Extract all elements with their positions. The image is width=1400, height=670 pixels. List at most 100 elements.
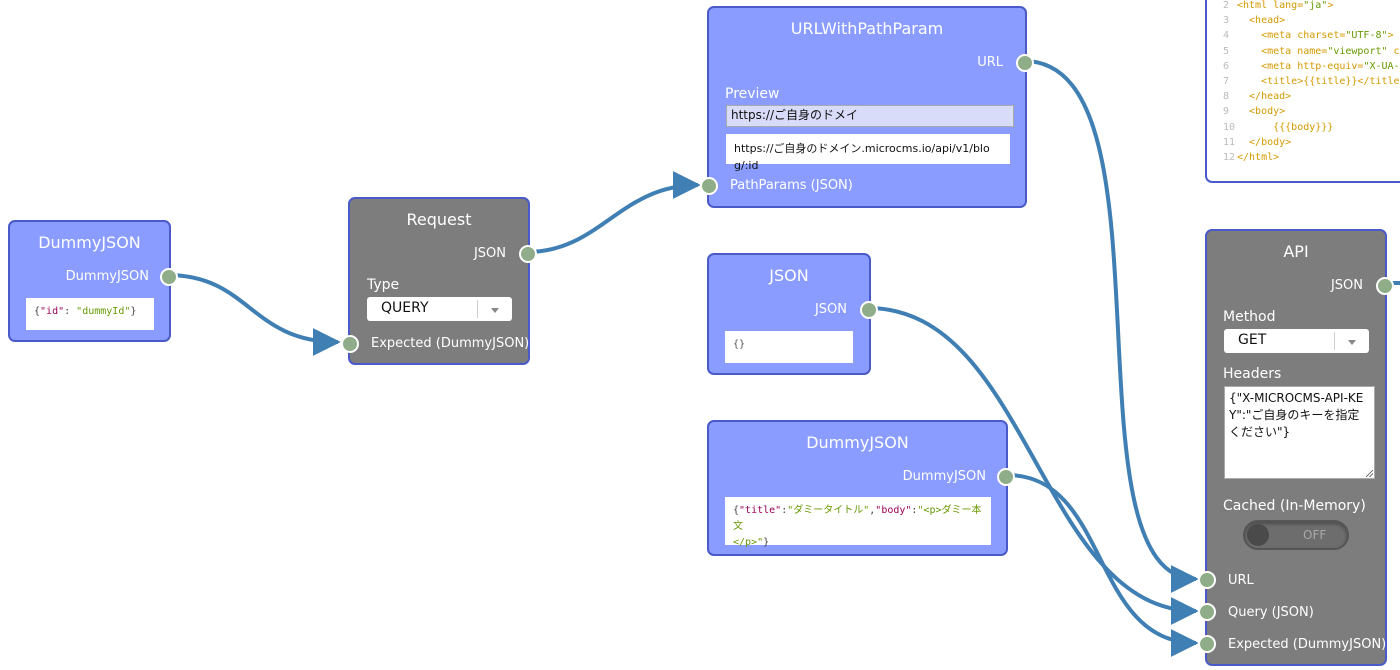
line-number: 12 xyxy=(1223,152,1236,163)
code-token: <html lang= xyxy=(1237,0,1304,11)
type-label: Type xyxy=(367,277,400,293)
request-node[interactable]: Request JSON Type QUERY Expected (DummyJ… xyxy=(341,197,537,365)
html-template-editor[interactable]: 2<html lang="ja">3 <head>4 <meta charset… xyxy=(1205,0,1400,183)
line-number: 7 xyxy=(1223,76,1230,87)
code-text: <meta http-equiv="X-UA-Comp xyxy=(1237,61,1400,72)
type-value: QUERY xyxy=(381,300,429,316)
input-port-query[interactable] xyxy=(1198,603,1216,621)
input-label-pathparams: PathParams (JSON) xyxy=(730,178,853,193)
output-port[interactable] xyxy=(1376,277,1394,295)
json-editor[interactable]: {} xyxy=(725,331,853,363)
input-label-query: Query (JSON) xyxy=(1228,605,1314,620)
code-text: <html lang="ja"> xyxy=(1237,0,1333,11)
line-number: 10 xyxy=(1223,121,1236,133)
json-editor[interactable]: {"title":"ダミータイトル","body":"<p>ダミー本文</p>"… xyxy=(725,497,991,548)
dummyjson-node[interactable]: DummyJSON DummyJSON {"id": "dummyId"} xyxy=(8,220,178,342)
code-text: {{{body}}} xyxy=(1237,122,1333,133)
node-title: URLWithPathParam xyxy=(790,19,944,38)
code-token: "ja" xyxy=(1303,0,1328,11)
code-token: </head> xyxy=(1237,91,1292,103)
code-text: <meta charset="UTF-8"> xyxy=(1237,30,1394,42)
method-value: GET xyxy=(1238,332,1267,348)
input-label-expected: Expected (DummyJSON) xyxy=(1228,637,1387,652)
code-text: </body> xyxy=(1237,137,1291,148)
output-port[interactable] xyxy=(860,301,878,319)
toggle-state: OFF xyxy=(1303,528,1327,542)
code-token: "viewport" xyxy=(1327,45,1388,57)
node-title: Request xyxy=(406,210,472,229)
line-number: 2 xyxy=(1223,0,1230,11)
edge-url-to-api-url xyxy=(1023,59,1199,593)
edge-request-to-urlwithpathparam xyxy=(526,171,701,254)
cached-toggle[interactable]: OFF xyxy=(1243,520,1349,550)
line-number: 6 xyxy=(1223,60,1230,72)
code-token: > xyxy=(1327,0,1334,11)
headers-input[interactable]: {"X-MICROCMS-API-KEY":"ご自身のキーを指定ください"} xyxy=(1224,386,1375,479)
node-title: DummyJSON xyxy=(806,433,909,452)
chevron-down-icon xyxy=(491,308,499,313)
api-node[interactable]: API JSON Method GET Headers {"X-MICROCMS… xyxy=(1198,229,1394,666)
code-token: "UTF-8" xyxy=(1345,30,1388,42)
json-node[interactable]: JSON JSON {} xyxy=(707,253,878,375)
code-token: </body> xyxy=(1237,136,1292,148)
code-token: conte xyxy=(1393,45,1400,57)
input-label-expected: Expected (DummyJSON) xyxy=(371,336,530,351)
chevron-down-icon xyxy=(1348,340,1356,345)
code-token: <meta charset= xyxy=(1237,30,1346,42)
resize-grip-icon[interactable] xyxy=(1366,470,1373,477)
code-token: "X-UA-Comp xyxy=(1363,60,1400,72)
output-label: JSON xyxy=(473,246,506,261)
output-port[interactable] xyxy=(997,468,1015,486)
code-text: </html> xyxy=(1237,152,1279,163)
line-number: 5 xyxy=(1223,45,1230,57)
line-number: 11 xyxy=(1223,136,1236,148)
input-port-pathparams[interactable] xyxy=(700,177,718,195)
code-text: </head> xyxy=(1237,91,1291,102)
json-editor[interactable]: {"id": "dummyId"} xyxy=(26,298,154,330)
node-title: JSON xyxy=(769,266,809,285)
json-key: "body" xyxy=(875,505,912,516)
method-select[interactable]: GET xyxy=(1224,329,1369,353)
code-token: {{{body}}} xyxy=(1273,121,1334,133)
input-label-url: URL xyxy=(1228,573,1254,588)
code-token: <meta name= xyxy=(1237,45,1328,57)
code-text: <title>{{title}}</title> xyxy=(1237,76,1400,87)
code-token: <title> xyxy=(1237,76,1304,87)
json-key: "id" xyxy=(40,306,65,317)
code-token: </title> xyxy=(1357,76,1400,87)
preview-output: https://ご自身のドメイン.microcms.io/api/v1/blog… xyxy=(726,134,1010,172)
output-port[interactable] xyxy=(160,268,178,286)
urlwithpathparam-node[interactable]: URLWithPathParam URL Preview https://ご自身… xyxy=(700,6,1034,208)
cached-label: Cached (In-Memory) xyxy=(1223,498,1366,514)
code-token xyxy=(1237,122,1273,133)
code-text: <meta name="viewport" conte xyxy=(1237,46,1400,57)
type-select[interactable]: QUERY xyxy=(367,297,512,321)
output-port[interactable] xyxy=(1016,54,1034,72)
input-port-expected[interactable] xyxy=(1198,635,1216,653)
dummyjson-node[interactable]: DummyJSON DummyJSON {"title":"ダミータイトル","… xyxy=(707,420,1015,556)
url-template-input[interactable]: https://ご自身のドメイ xyxy=(726,105,1014,127)
output-port[interactable] xyxy=(519,245,537,263)
input-port-url[interactable] xyxy=(1198,571,1216,589)
line-number: 3 xyxy=(1223,15,1230,27)
output-label: DummyJSON xyxy=(902,469,986,484)
json-value: </p>" xyxy=(733,537,764,548)
edge-dummyjson-to-api-expected xyxy=(1006,473,1199,657)
preview-label: Preview xyxy=(725,86,780,102)
code-token: <head> xyxy=(1237,15,1286,27)
code-token: > xyxy=(1387,30,1394,42)
output-label: URL xyxy=(977,55,1003,70)
line-number: 9 xyxy=(1223,106,1230,118)
node-title: DummyJSON xyxy=(38,233,141,252)
node-title: API xyxy=(1283,242,1309,261)
code-token: {{title}} xyxy=(1303,76,1358,87)
edge-dummyjson-to-request xyxy=(166,273,341,356)
input-port-expected[interactable] xyxy=(341,335,359,353)
json-key: "title" xyxy=(739,505,782,516)
code-text: <head> xyxy=(1237,15,1285,26)
line-number: 4 xyxy=(1223,30,1230,42)
output-label: DummyJSON xyxy=(65,269,149,284)
line-number: 8 xyxy=(1223,91,1230,103)
json-value: "dummyId" xyxy=(76,306,131,317)
